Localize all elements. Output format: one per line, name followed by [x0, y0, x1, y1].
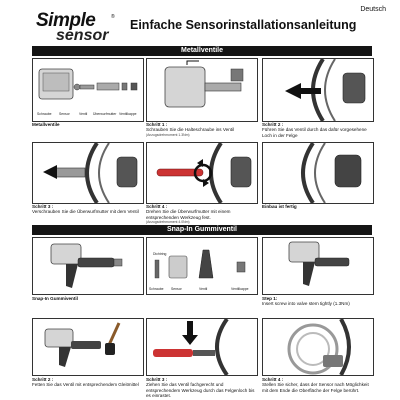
snapin-step3-illustration	[153, 319, 229, 375]
panel-metal-step2	[262, 58, 374, 122]
panel-metal-step1	[146, 58, 258, 122]
caption-snapin-step1: Step 1: Insert screw into valve stem tig…	[262, 296, 374, 307]
metal-label-screw: Schraube	[37, 112, 52, 116]
simple-sensor-logo: Simple ® sensor	[36, 10, 126, 50]
caption-metal-step4-text: Drehen Sie die Überwurfmutter mit einem …	[146, 209, 231, 220]
logo-word-simple: Simple	[36, 10, 96, 31]
snapin-label-cap: Ventilkappe	[231, 287, 249, 291]
panel-snapin-step2	[32, 318, 144, 376]
caption-metal-done-text: Einbau ist fertig	[262, 204, 297, 209]
page-title: Einfache Sensorinstallationsanleitung	[130, 18, 357, 32]
section-bar-metal: Metallventile	[32, 46, 372, 56]
metal-step1-illustration	[164, 60, 244, 108]
caption-metal-step4: Schritt 4 : Drehen Sie die Überwurfmutte…	[146, 204, 258, 226]
snapin-step1-illustration	[288, 241, 350, 286]
panel-snapin-overview	[32, 237, 144, 295]
caption-metal-step3: Schritt 3 : Verschrauben Sie die Überwur…	[32, 204, 144, 215]
metal-step4-illustration	[156, 143, 252, 203]
caption-snapin-overview: Snap-In Gummiventil	[32, 296, 144, 301]
caption-snapin-overview-text: Snap-In Gummiventil	[32, 296, 78, 301]
panel-snapin-step4	[262, 318, 374, 376]
caption-snapin-step4: Schritt 4 : Stellen Sie sicher, dass der…	[262, 377, 374, 393]
caption-snapin-step1-title: Step 1:	[262, 296, 278, 301]
caption-metal-step3-text: Verschrauben Sie die Überwurfmutter mit …	[32, 209, 139, 215]
snapin-parts-illustration: Dichtring Schraube Sensor Ventil Ventilk…	[149, 249, 249, 291]
metal-parts-illustration: Schraube Sensor Ventil Überwurfmutter Ve…	[37, 68, 138, 116]
caption-snapin-step2-title: Schritt 2 :	[32, 377, 54, 382]
metal-step3-illustration	[43, 143, 138, 203]
snapin-overview-illustration	[50, 243, 123, 288]
caption-metal-step3-title: Schritt 3 :	[32, 204, 54, 209]
caption-snapin-step3-text: Ziehen Sie das Ventil fachgerecht und en…	[146, 382, 255, 399]
caption-metal-parts-text: Metallventile	[32, 122, 60, 127]
caption-snapin-step3-title: Schritt 3 :	[146, 377, 168, 382]
panel-snapin-step3	[146, 318, 258, 376]
metal-step2-illustration	[285, 59, 366, 121]
caption-snapin-step1-text: Insert screw into valve stem tightly (1.…	[262, 301, 350, 307]
metal-label-sensor: Sensor	[59, 112, 71, 116]
caption-snapin-step3: Schritt 3 : Ziehen Sie das Ventil fachge…	[146, 377, 258, 399]
caption-snapin-step4-title: Schritt 4 :	[262, 377, 284, 382]
metal-label-valve: Ventil	[79, 112, 88, 116]
caption-metal-step1-torque: (Anzugsdrehmoment 1.3Nm)	[146, 132, 190, 137]
panel-metal-step4	[146, 142, 258, 204]
snapin-label-sensor: Sensor	[171, 287, 183, 291]
logo-word-sensor: sensor	[56, 27, 109, 44]
caption-metal-done: Einbau ist fertig	[262, 204, 374, 209]
panel-snapin-step1	[262, 237, 374, 295]
caption-metal-parts: Metallventile	[32, 122, 144, 127]
snapin-label-ring: Dichtring	[153, 252, 166, 256]
metal-label-cap: Ventilkappe	[119, 112, 137, 116]
panel-metal-done	[262, 142, 374, 204]
caption-metal-step1-title: Schritt 1 :	[146, 122, 168, 127]
panel-snapin-parts: Dichtring Schraube Sensor Ventil Ventilk…	[146, 237, 258, 295]
metal-done-illustration	[301, 143, 362, 203]
panel-metal-step3	[32, 142, 144, 204]
language-label: Deutsch	[360, 6, 386, 13]
caption-snapin-step2: Schritt 2 : Fetten Sie das Ventil mit en…	[32, 377, 144, 388]
caption-metal-step1-text: Schrauben Sie die Halteschraube ins Vent…	[146, 127, 235, 133]
caption-metal-step2: Schritt 2 : Führen Sie das Ventil durch …	[262, 122, 374, 138]
caption-snapin-step4-text: Stellen Sie sicher, dass der Sensor nach…	[262, 382, 369, 393]
logo-registered-mark: ®	[111, 14, 115, 20]
caption-snapin-step2-text: Fetten Sie das Ventil mit entsprechendem…	[32, 382, 139, 388]
panel-metal-parts: Schraube Sensor Ventil Überwurfmutter Ve…	[32, 58, 144, 122]
caption-metal-step1: Schritt 1 : Schrauben Sie die Halteschra…	[146, 122, 258, 138]
metal-label-nut: Überwurfmutter	[93, 112, 117, 116]
snapin-step4-illustration	[287, 319, 351, 375]
section-bar-snapin: Snap-In Gummiventil	[32, 225, 372, 235]
caption-metal-step4-title: Schritt 4 :	[146, 204, 168, 209]
caption-metal-step2-title: Schritt 2 :	[262, 122, 284, 127]
caption-metal-step2-text: Führen Sie das Ventil durch das dafür vo…	[262, 127, 367, 138]
snapin-label-valve: Ventil	[199, 287, 208, 291]
caption-metal-step4-torque: (Anzugsdrehmoment 4.0Nm)	[146, 220, 190, 225]
snapin-step2-illustration	[44, 322, 121, 367]
snapin-label-screw: Schraube	[149, 287, 164, 291]
